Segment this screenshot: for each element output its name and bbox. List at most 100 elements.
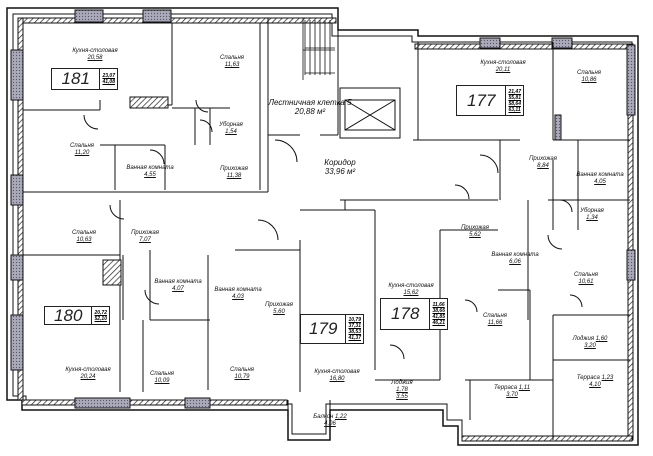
apartment-178-plate[interactable]: 178 11,66 38,66 41,85 46,21 xyxy=(380,298,448,330)
area-value: 41,85 xyxy=(432,314,445,320)
apartment-181-plate[interactable]: 181 23,07 41,08 xyxy=(51,68,118,90)
room-area: 3,20 xyxy=(584,343,596,349)
area-value: 11,66 xyxy=(432,302,445,308)
area-value: 63,11 xyxy=(508,106,521,113)
apartment-number: 180 xyxy=(54,305,83,325)
area-value: 38,66 xyxy=(432,308,445,314)
corridor-label: Коридор 33,96 м² xyxy=(324,158,355,176)
room-name: Ванная комната xyxy=(491,252,539,258)
area-value: 41,37 xyxy=(348,335,361,341)
area-value: 10,79 xyxy=(348,317,361,323)
room-area: 5,62 xyxy=(469,232,481,238)
area-value: 38,53 xyxy=(348,329,361,335)
room-name: Коридор xyxy=(324,158,356,167)
room-area: 4,10 xyxy=(589,382,601,388)
room-name: Уборная xyxy=(219,122,243,128)
room-area: 20,11 xyxy=(495,67,511,73)
room-area: 15,62 xyxy=(403,290,419,296)
room-area: 10,61 xyxy=(578,279,594,285)
room-name: Прихожая xyxy=(220,166,248,172)
room-name: Ванная комната xyxy=(576,172,624,178)
apartment-179-plate[interactable]: 179 10,79 37,31 38,53 41,37 xyxy=(300,314,364,344)
room-name: Прихожая xyxy=(461,225,489,231)
room-area: 10,09 xyxy=(154,378,170,384)
room-name: Прихожая xyxy=(265,302,293,308)
apartment-number: 178 xyxy=(391,304,420,323)
room-area: 10,86 xyxy=(581,77,597,83)
room-area: 1,60 xyxy=(595,336,608,342)
room-area: 1,23 xyxy=(601,375,614,381)
area-value: 20,72 xyxy=(94,309,107,316)
area-unit: м² xyxy=(347,167,356,176)
room-area: 20,24 xyxy=(80,374,96,380)
area-unit: м² xyxy=(317,107,326,116)
room-name: Спальня xyxy=(72,230,96,236)
room-area: 10,79 xyxy=(234,374,250,380)
room-name: Лоджия xyxy=(391,380,413,386)
apartment-number: 181 xyxy=(61,69,90,88)
area-value: 23,07 xyxy=(102,73,115,79)
room-name: Кухня-столовая xyxy=(314,369,360,375)
room-area: 11,38 xyxy=(226,173,242,179)
room-area: 4,05 xyxy=(594,179,606,185)
room-name: Прихожая xyxy=(529,156,557,162)
area-value: 55,81 xyxy=(508,94,521,101)
room-area: 1,78 xyxy=(396,387,408,393)
room-name: Лестничная клетка 5 xyxy=(268,98,352,107)
room-area: 10,63 xyxy=(76,237,92,243)
room-area: 4,03 xyxy=(232,294,244,300)
room-area: 5,60 xyxy=(273,309,285,315)
room-area: 1,22 xyxy=(335,414,347,420)
apartment-177-plate[interactable]: 177 21,47 55,81 58,64 63,11 xyxy=(456,85,524,116)
room-name: Терраса xyxy=(493,385,518,391)
area-value: 58,64 xyxy=(508,100,521,107)
room-area: 11,20 xyxy=(74,150,90,156)
area-value: 41,08 xyxy=(102,79,115,85)
room-area: 11,63 xyxy=(224,62,240,68)
room-name: Спальня xyxy=(220,55,244,61)
room-name: Спальня xyxy=(574,272,598,278)
room-area: 8,84 xyxy=(537,163,549,169)
apartment-number: 179 xyxy=(309,319,338,338)
apartment-180-plate[interactable]: 180 20,72 52,10 xyxy=(44,306,110,325)
room-name: Кухня-столовая xyxy=(65,367,111,373)
room-name: Ванная комната xyxy=(154,279,202,285)
room-area: 16,80 xyxy=(329,376,345,382)
room-name: Кухня-столовая xyxy=(480,60,526,66)
area-value: 21,47 xyxy=(508,88,521,95)
area-value: 37,31 xyxy=(348,323,361,329)
room-area: 33,96 xyxy=(324,167,345,176)
room-name: Терраса xyxy=(576,375,600,381)
area-value: 52,10 xyxy=(94,315,107,322)
